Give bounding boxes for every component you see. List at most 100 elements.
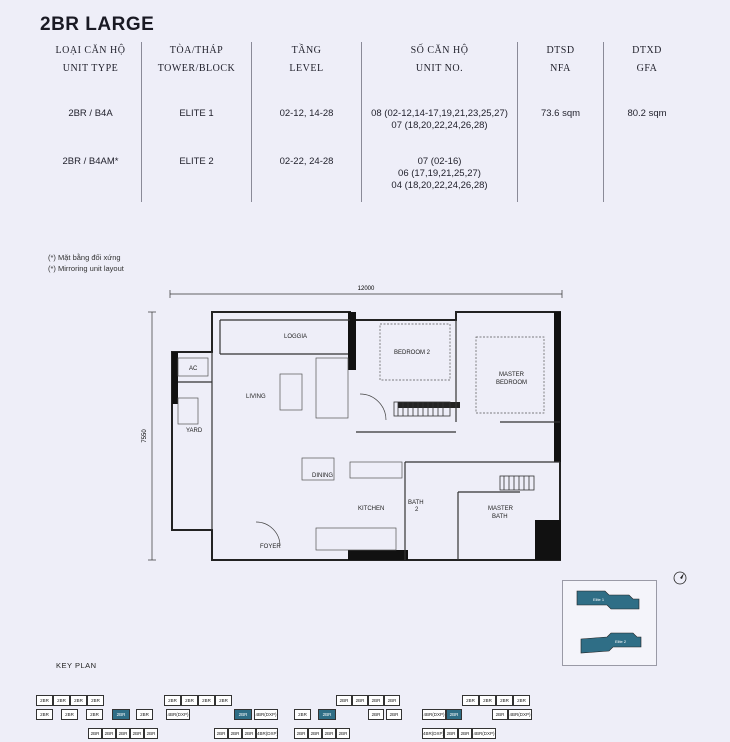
col-nfa: DTSD NFA 73.6 sqm (518, 42, 604, 202)
key-plan-unit: 2BR (458, 728, 472, 739)
key-plan-unit: 2BR (462, 695, 479, 706)
wardrobe-master (499, 475, 535, 491)
outer-walls (171, 311, 561, 561)
cell-unit-no: 06 (17,19,21,25,27) (398, 168, 481, 179)
key-plan-unit: 2BR (61, 709, 78, 720)
key-plan-unit: 2BR (102, 728, 116, 739)
key-plan-unit: 4BR(DXP) (256, 728, 278, 739)
header-vi: TẦNG (291, 45, 322, 56)
cell-gfa: 80.2 sqm (627, 108, 667, 119)
key-plan-unit: 2BR (322, 728, 336, 739)
dimension-height (148, 311, 156, 561)
key-plan-unit: 2BR (386, 709, 402, 720)
room-loggia: LOGGIA (284, 334, 307, 340)
key-plan-unit-highlighted: 2BR (112, 709, 130, 720)
col-unit-type: LOẠI CĂN HỘ UNIT TYPE 2BR / B4A 2BR / B4… (40, 42, 142, 202)
block-elite2-label: Elite 2 (615, 639, 627, 644)
header-vi: SỐ CĂN HỘ (410, 45, 469, 56)
room-bath2-1: BATH (408, 500, 424, 506)
key-plan-unit: 2BR (294, 728, 308, 739)
cell-unit-type: 2BR / B4AM* (62, 156, 119, 167)
key-plan-unit-highlighted: 2BR (318, 709, 336, 720)
key-plan-unit: 2BR (479, 695, 496, 706)
key-plan-unit: 2BR (242, 728, 256, 739)
key-plan-unit: 2BR (294, 709, 311, 720)
col-level: TẦNG LEVEL 02-12, 14-28 02-22, 24-28 (252, 42, 362, 202)
wall-blocks (172, 312, 561, 560)
header-en: TOWER/BLOCK (157, 63, 236, 74)
header-en: GFA (636, 63, 658, 74)
site-keymap-drawing: Elite 1 Elite 2 (576, 590, 642, 654)
key-plan-unit: 2BR (214, 728, 228, 739)
dimension-height-label: 7550 (142, 429, 148, 443)
key-plan-unit: 2BR (130, 728, 144, 739)
room-master-bedroom-2: BEDROOM (496, 380, 527, 386)
key-plan-unit: 2BR (368, 695, 384, 706)
room-dining: DINING (312, 473, 333, 479)
cell-nfa: 73.6 sqm (540, 108, 581, 119)
note-en: (*) Mirroring unit layout (48, 264, 124, 273)
key-plan-unit: 2BR (215, 695, 232, 706)
room-living: LIVING (246, 394, 266, 400)
col-unit-no: SỐ CĂN HỘ UNIT NO. 08 (02-12,14-17,19,21… (362, 42, 518, 202)
header-en: LEVEL (289, 63, 324, 74)
key-plan-unit: 2BR (496, 695, 513, 706)
cell-unit-no: 08 (02-12,14-17,19,21,23,25,27) (371, 108, 508, 119)
key-plan-unit: 2BR (336, 728, 350, 739)
floor-plan-drawing: 12000 7550 (142, 286, 563, 561)
room-master-bedroom-1: MASTER (499, 372, 525, 378)
col-tower: TÒA/THÁP TOWER/BLOCK ELITE 1 ELITE 2 (142, 42, 252, 202)
col-gfa: DTXD GFA 80.2 sqm (604, 42, 690, 202)
room-master-bath-1: MASTER (488, 506, 514, 512)
key-plan-label: KEY PLAN (56, 661, 97, 670)
key-plan-unit: 2BR (116, 728, 130, 739)
block-elite1 (576, 590, 640, 610)
header-en: UNIT TYPE (62, 63, 119, 74)
room-yard: YARD (186, 428, 203, 434)
room-bath2-2: 2 (415, 507, 419, 513)
cell-unit-no: 07 (18,20,22,24,26,28) (391, 120, 488, 131)
key-plan-unit: 2BR (136, 709, 153, 720)
header-en: NFA (550, 63, 571, 74)
key-plan-unit: 2BR (308, 728, 322, 739)
cell-unit-type: 2BR / B4A (68, 108, 113, 119)
key-plan-unit: 4BR(DXP) (472, 728, 496, 739)
key-plan-unit: 4BR(DXP) (422, 728, 444, 739)
key-plan-unit: 2BR (352, 695, 368, 706)
key-plan-unit: 2BR (384, 695, 400, 706)
header-vi: DTXD (632, 45, 662, 56)
room-master-bath-2: BATH (492, 514, 508, 520)
unit-table: LOẠI CĂN HỘ UNIT TYPE 2BR / B4A 2BR / B4… (40, 42, 690, 202)
key-plan-unit-highlighted: 2BR (234, 709, 252, 720)
key-plan-unit: 2BR (53, 695, 70, 706)
key-plan-unit: 2BR (144, 728, 158, 739)
key-plan-unit: 2BR (87, 695, 104, 706)
room-ac: AC (189, 366, 198, 372)
dimension-width-label: 12000 (358, 286, 375, 292)
room-kitchen: KITCHEN (358, 506, 384, 512)
floor-plan: 12000 7550 (140, 282, 580, 572)
key-plan-unit: 4BR(DXP) (422, 709, 446, 720)
room-foyer: FOYER (260, 544, 281, 550)
key-plan-unit: 2BR (36, 709, 53, 720)
block-elite2 (580, 632, 642, 654)
room-labels: LOGGIA AC LIVING YARD BEDROOM 2 MASTER B… (186, 334, 527, 550)
key-plan-unit: 4BR(DXP) (254, 709, 278, 720)
key-plan-unit: 2BR (70, 695, 87, 706)
cell-level: 02-12, 14-28 (279, 108, 334, 119)
header-en: UNIT NO. (415, 63, 464, 74)
key-plan-unit: 2BR (444, 728, 458, 739)
key-plan-unit: 2BR (36, 695, 53, 706)
cell-level: 02-22, 24-28 (279, 156, 334, 167)
key-plan-unit: 4BR(DXP) (166, 709, 190, 720)
cell-unit-no: 04 (18,20,22,24,26,28) (391, 180, 488, 191)
key-plan-unit: 2BR (336, 695, 352, 706)
furniture (177, 323, 545, 551)
site-keymap: Elite 1 Elite 2 (562, 580, 657, 666)
block-elite1-label: Elite 1 (593, 597, 605, 602)
cell-tower: ELITE 2 (179, 156, 214, 167)
key-plan-unit: 2BR (164, 695, 181, 706)
note-vi: (*) Mặt bằng đối xứng (48, 253, 121, 262)
interior-walls (178, 319, 560, 560)
key-plan-unit: 2BR (198, 695, 215, 706)
